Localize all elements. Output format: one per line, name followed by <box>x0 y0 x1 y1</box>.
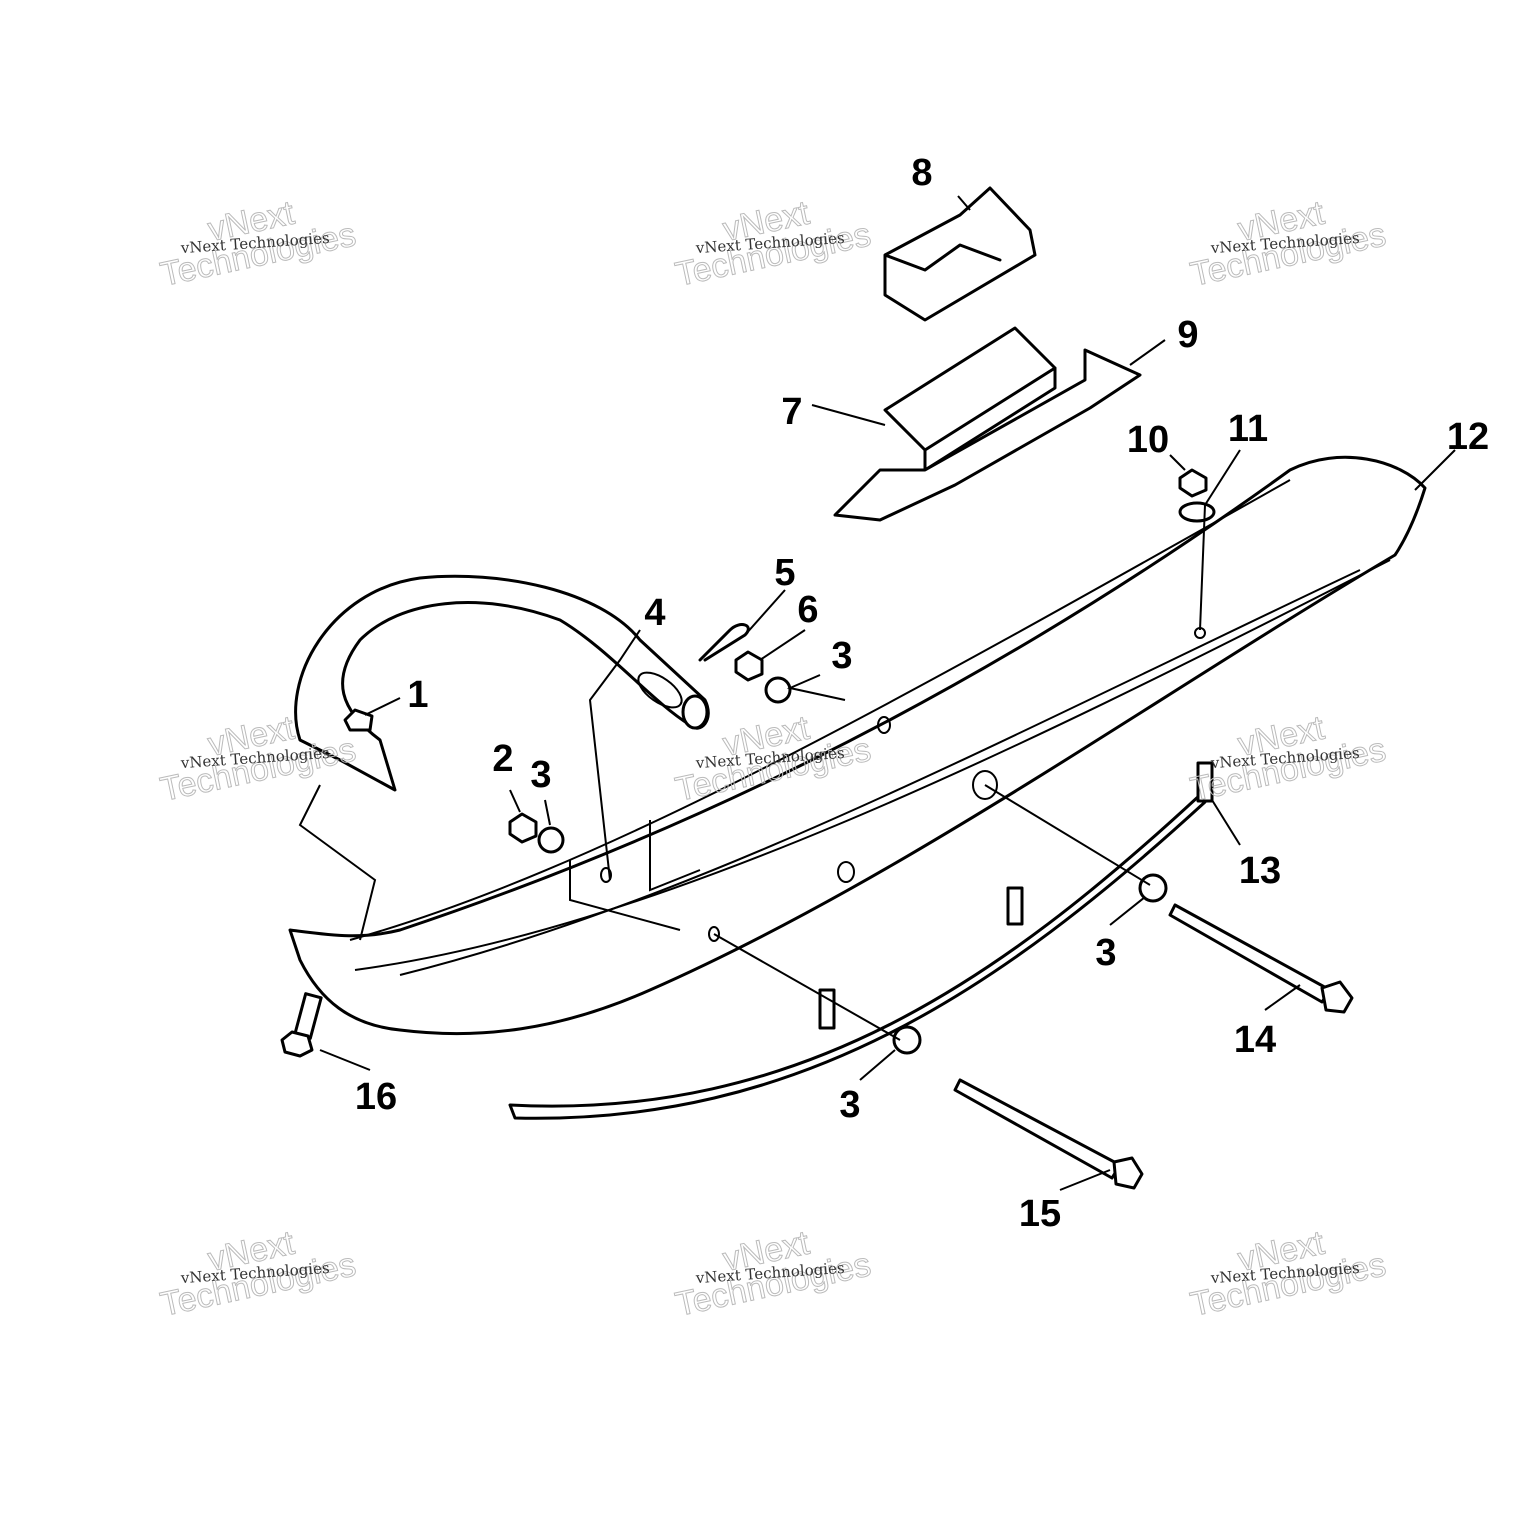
wear-bar-stud <box>1006 886 1024 926</box>
washer-part-3 <box>537 826 565 854</box>
callout-3: 3 <box>839 1084 860 1126</box>
callout-11: 11 <box>1228 408 1268 450</box>
ski-skag-part-8 <box>883 186 1037 322</box>
wear-bar-stud <box>1196 761 1214 803</box>
nut-part-10 <box>1178 468 1208 498</box>
callout-15: 15 <box>1019 1193 1061 1235</box>
callout-3: 3 <box>1095 932 1116 974</box>
washer-part-3 <box>764 676 792 704</box>
washer-part-3 <box>1138 873 1168 903</box>
callout-9: 9 <box>1177 314 1198 356</box>
callout-3: 3 <box>530 754 551 796</box>
leader-lines <box>298 195 1456 1191</box>
callout-10: 10 <box>1127 419 1169 461</box>
callout-3: 3 <box>831 635 852 677</box>
bolt-part-15 <box>953 1078 1144 1190</box>
callout-12: 12 <box>1447 416 1489 458</box>
callout-6: 6 <box>797 589 818 631</box>
callout-1: 1 <box>407 674 428 716</box>
plate-part-9 <box>833 348 1142 522</box>
nut-part-6 <box>734 650 764 682</box>
callout-5: 5 <box>774 552 795 594</box>
callout-16: 16 <box>355 1076 397 1118</box>
ski-handle-part-4 <box>294 574 710 792</box>
washer-part-3 <box>892 1025 922 1055</box>
callout-2: 2 <box>492 738 513 780</box>
nut-part-2 <box>508 812 538 844</box>
washer-part-11 <box>1178 501 1216 523</box>
callout-7: 7 <box>781 391 802 433</box>
callout-14: 14 <box>1234 1019 1276 1061</box>
saddle-bracket-part-7 <box>883 326 1057 472</box>
cotter-pin-part-5 <box>698 623 750 662</box>
ski-part-12 <box>288 455 1427 1036</box>
callout-13: 13 <box>1239 850 1281 892</box>
callout-8: 8 <box>911 152 932 194</box>
bolt-part-16 <box>280 992 323 1058</box>
bolt-part-14 <box>1168 903 1354 1014</box>
callout-4: 4 <box>644 592 665 634</box>
